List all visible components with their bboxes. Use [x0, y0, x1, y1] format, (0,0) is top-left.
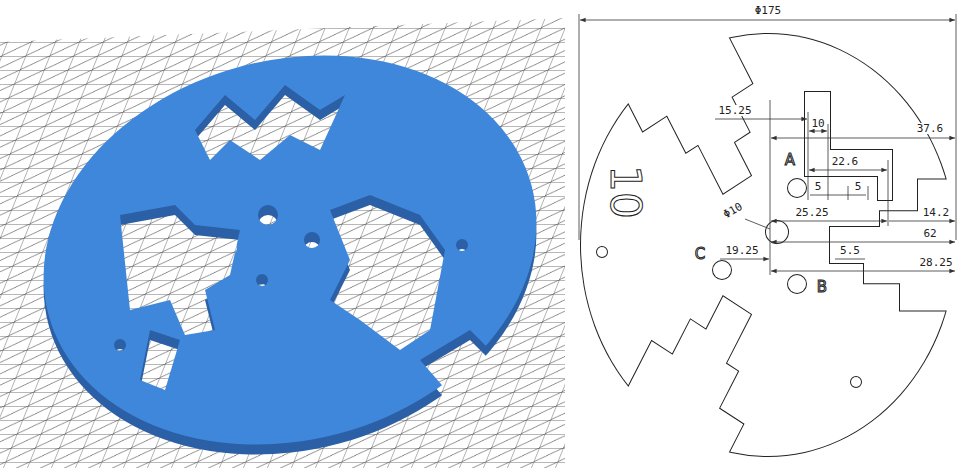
dimension-line — [809, 131, 827, 132]
dimension-value: 5.5 — [839, 245, 861, 256]
dimension-line — [715, 119, 807, 120]
dimension-value: 19.25 — [724, 245, 759, 256]
dimension-lines — [579, 14, 956, 275]
dimension-value: 15.25 — [717, 105, 752, 116]
extension-line — [868, 186, 869, 200]
dimension-line — [771, 138, 955, 139]
extension-line — [848, 186, 849, 200]
leader-line — [745, 219, 770, 229]
dimension-value: 22.6 — [831, 156, 860, 167]
dimension-line — [720, 259, 769, 260]
engraved-mark: B — [816, 280, 828, 295]
dimension-value: 37.6 — [916, 123, 945, 134]
reference-line — [770, 100, 771, 275]
dimension-line — [580, 20, 955, 21]
dimension-value: 25.25 — [794, 207, 829, 218]
dimension-line — [771, 221, 887, 222]
dimension-value: 62 — [922, 228, 937, 239]
dimension-value: 28.25 — [918, 257, 953, 268]
dimension-value: 14.2 — [922, 207, 951, 218]
engraved-mark: 10 — [604, 164, 646, 219]
dimension-line — [810, 195, 866, 196]
dimension-line — [889, 221, 955, 222]
extension-line — [956, 14, 957, 240]
engraved-mark: C — [694, 247, 706, 262]
dimension-line — [835, 259, 865, 260]
dimension-value: 10 — [810, 118, 825, 129]
dimension-line — [771, 242, 955, 243]
dimension-line — [809, 170, 887, 171]
extension-line — [828, 124, 829, 200]
engraved-mark: A — [784, 153, 796, 168]
extension-line — [888, 160, 889, 226]
extension-line — [808, 112, 809, 200]
dimension-line — [771, 271, 955, 272]
dimension-value: 5 — [854, 181, 863, 192]
extension-line — [579, 14, 580, 240]
dimension-value: Φ175 — [754, 5, 783, 16]
dimension-value: 5 — [814, 181, 823, 192]
dimension-value: Φ10 — [721, 200, 745, 220]
